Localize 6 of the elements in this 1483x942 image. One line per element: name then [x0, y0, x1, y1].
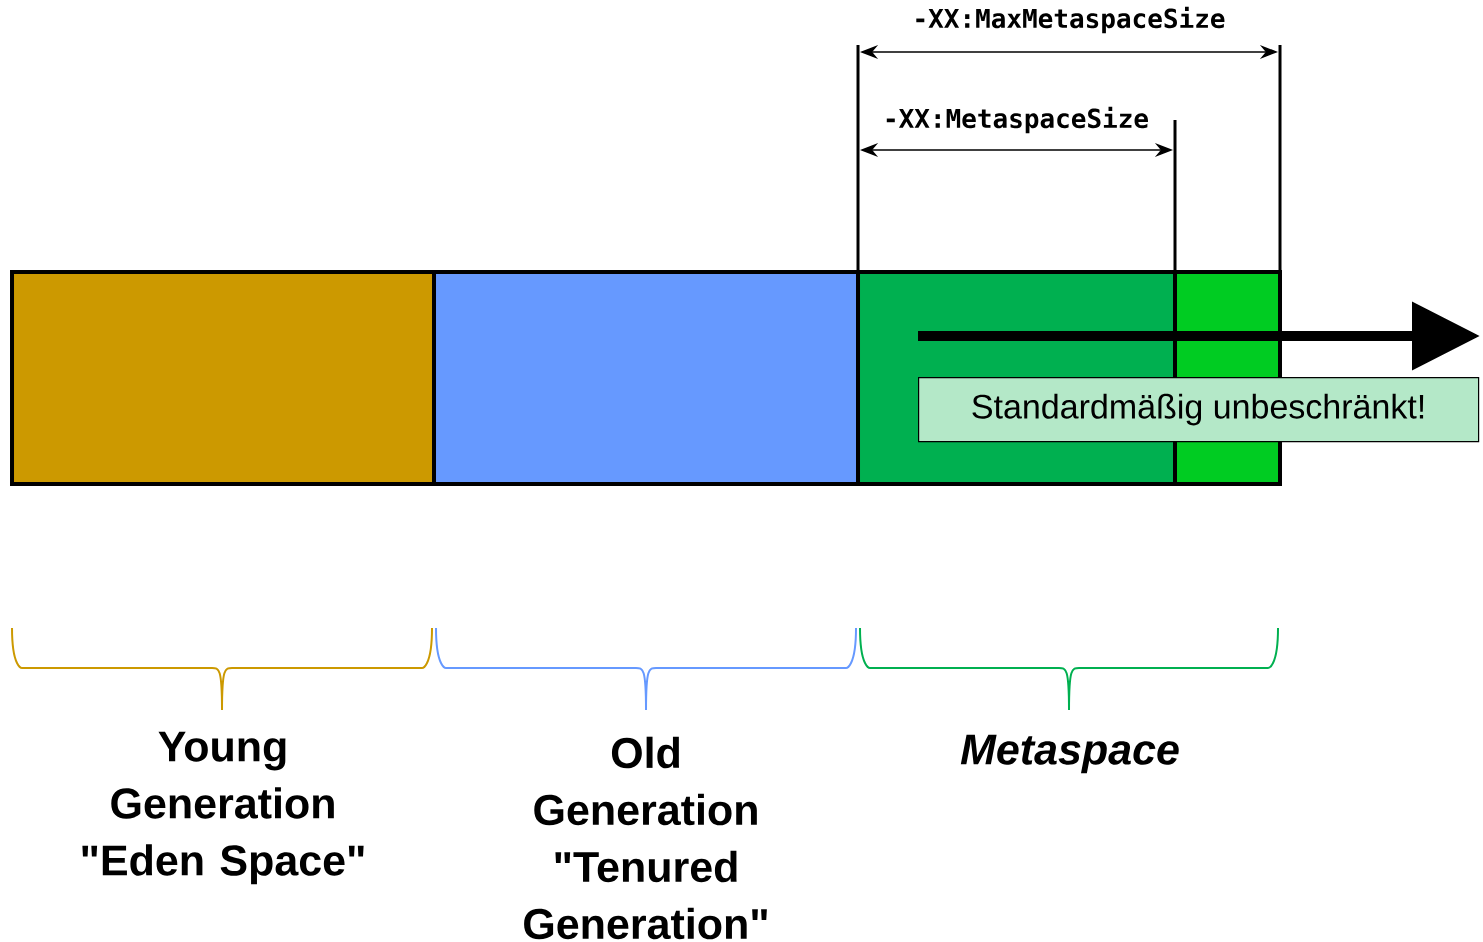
dim-label: -XX:MaxMetaspaceSize [916, 6, 1225, 34]
dim-label: -XX:MetaspaceSize [886, 106, 1148, 134]
region-label: Young Generation "Eden Space" [82, 731, 364, 885]
region-label: Old Generation "Tenured Generation" [524, 736, 767, 940]
region-label: Metaspace [960, 734, 1179, 774]
note-box: Standardmäßig unbeschränkt! [918, 377, 1480, 443]
